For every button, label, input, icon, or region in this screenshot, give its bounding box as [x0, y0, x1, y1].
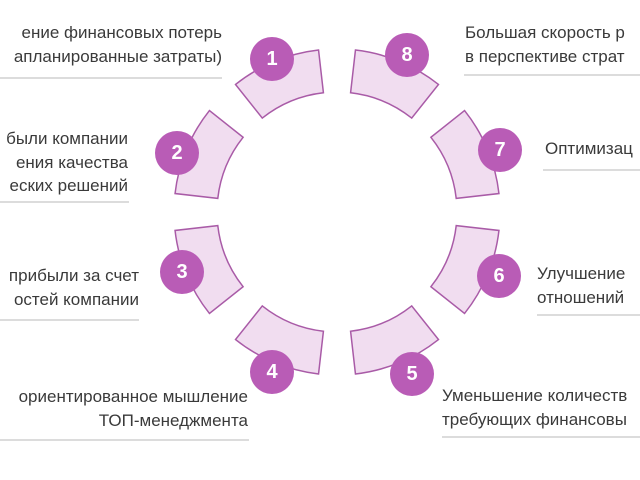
label-3: прибыли за счет остей компании — [0, 264, 139, 311]
rule-4 — [0, 439, 249, 441]
badge-6: 6 — [477, 254, 521, 298]
badge-4: 4 — [250, 350, 294, 394]
label-8-line-1: Большая скорость р — [465, 23, 625, 42]
label-2-line-2: ения качества — [15, 152, 128, 172]
rule-5 — [442, 436, 640, 438]
badge-7: 7 — [478, 128, 522, 172]
label-6-line-2: отношений — [537, 287, 625, 307]
rule-3 — [0, 319, 139, 321]
label-8: Большая скорость р в перспективе страт — [465, 21, 640, 68]
label-2-line-1: были компании — [6, 129, 128, 148]
label-5: Уменьшение количеств требующих финансовы — [442, 384, 640, 431]
label-7: Оптимизац — [545, 137, 640, 161]
label-3-line-1: прибыли за счет — [8, 266, 139, 285]
ring-segment-7 — [429, 109, 500, 200]
label-4: ориентированное мышление ТОП-менеджмента — [0, 385, 248, 432]
label-6-line-1: Улучшение — [537, 264, 626, 283]
badge-2: 2 — [155, 131, 199, 175]
label-1-line-2: апланированные затраты) — [13, 46, 222, 66]
label-6: Улучшение отношений — [537, 262, 640, 309]
rule-7 — [543, 169, 640, 171]
label-4-line-1: ориентированное мышление — [18, 387, 248, 406]
rule-8 — [464, 74, 640, 76]
label-4-line-2: ТОП-менеджмента — [98, 410, 248, 430]
badge-3: 3 — [160, 250, 204, 294]
label-1: ение финансовых потерь апланированные за… — [0, 21, 222, 68]
label-2: были компании ения качества еских решени… — [0, 127, 128, 198]
label-1-line-1: ение финансовых потерь — [21, 23, 223, 42]
rule-1 — [0, 77, 222, 79]
label-8-line-2: в перспективе страт — [465, 46, 625, 66]
ring-segment-8 — [349, 49, 440, 120]
rule-6 — [537, 314, 640, 316]
label-3-line-2: остей компании — [13, 289, 139, 309]
badge-5: 5 — [390, 352, 434, 396]
label-2-line-3: еских решений — [9, 176, 129, 195]
label-5-line-1: Уменьшение количеств — [442, 386, 628, 405]
label-5-line-2: требующих финансовы — [442, 409, 627, 429]
rule-2 — [0, 201, 129, 203]
label-7-line-1: Оптимизац — [545, 139, 633, 158]
badge-8: 8 — [385, 33, 429, 77]
badge-1: 1 — [250, 37, 294, 81]
